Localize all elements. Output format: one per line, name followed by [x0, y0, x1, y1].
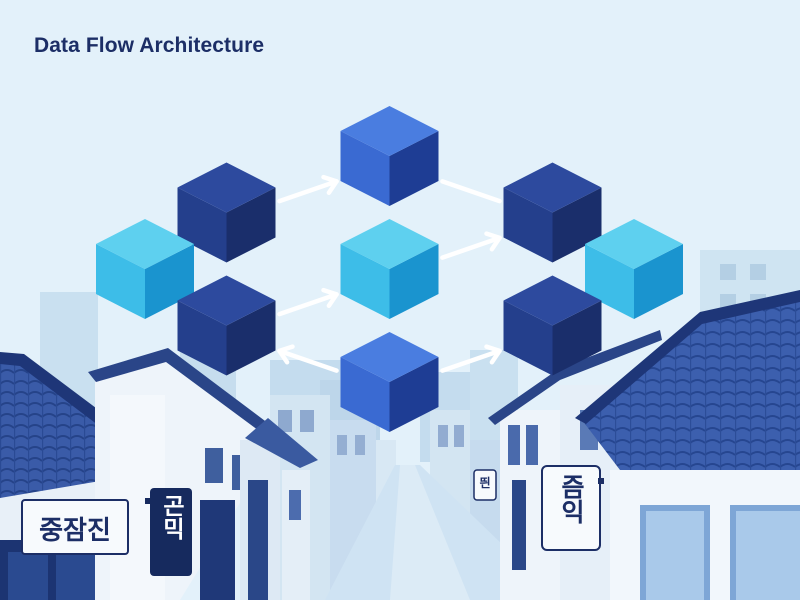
cube-face-top: [340, 332, 439, 382]
arrowhead: [484, 231, 502, 252]
diagram-nodes: [96, 106, 683, 432]
edge-n9-n8: [440, 344, 502, 373]
cube-face-top: [503, 275, 602, 326]
cube-node-n7: [177, 275, 276, 376]
cube-node-n6: [585, 219, 683, 319]
sign-left-vertical-board: [150, 488, 192, 576]
sign-left-text: 중잠진: [39, 516, 111, 546]
arrowhead: [484, 344, 502, 365]
sign-right-vertical-board: [541, 465, 601, 551]
edge-n7-n5: [277, 287, 339, 317]
cube-node-n1: [340, 106, 439, 206]
sign-right-vertical-glyphs: 즘익: [557, 474, 586, 524]
diagram-title: Data Flow Architecture: [34, 34, 265, 57]
arrowhead: [277, 344, 295, 365]
cube-face-top: [177, 275, 276, 326]
cube-face-top: [340, 106, 439, 156]
sign-right-vertical-text: 즘익: [542, 474, 600, 530]
cube-node-n5: [340, 219, 439, 319]
sign-left-vertical-text: 곤믹: [150, 494, 192, 551]
right-houses: [488, 290, 800, 600]
sign-right-small-text: 띈: [479, 476, 491, 490]
sign-right-small-board: [473, 469, 497, 501]
edge-n1-n3: [440, 179, 502, 204]
sign-left-vertical-glyphs: 곤믹: [158, 494, 184, 540]
cube-node-n8: [503, 275, 602, 376]
cube-face-top: [585, 219, 683, 269]
cube-face-top: [340, 219, 439, 269]
shop-signs: [21, 465, 604, 576]
edge-n5-n3: [440, 231, 502, 260]
edge-n2-n1: [277, 174, 339, 204]
cube-node-n9: [340, 332, 439, 432]
sign-left-board: [21, 499, 129, 555]
cube-face-top: [96, 219, 194, 269]
edge-n9-n7: [277, 344, 339, 373]
arrowhead: [321, 174, 339, 195]
arrowhead: [321, 287, 339, 308]
cube-face-top: [177, 162, 276, 213]
cube-face-top: [503, 162, 602, 213]
